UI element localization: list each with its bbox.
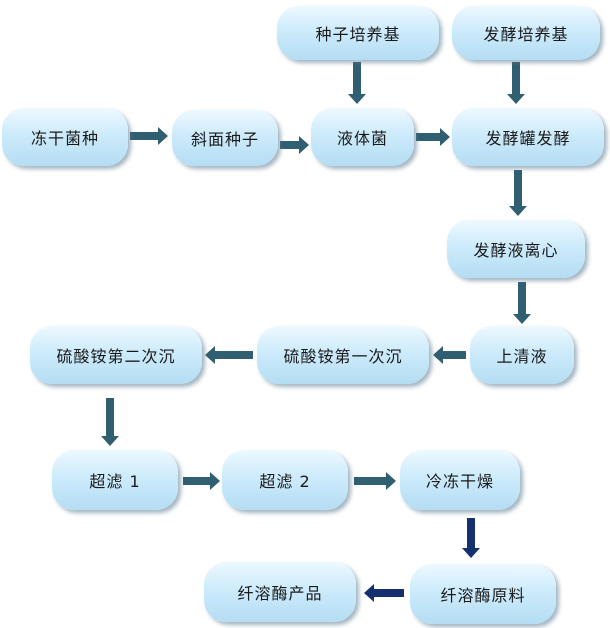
arrow-uf2-to-freeze-dry — [354, 472, 396, 490]
arrow-liquid-to-tank — [416, 128, 450, 146]
node-label: 超滤 2 — [259, 472, 311, 491]
node-label: 液体菌 — [336, 129, 388, 148]
node-label: 冷冻干燥 — [425, 472, 494, 491]
node-label: 发酵罐发酵 — [485, 129, 571, 148]
node-raw-material: 纤溶酶原料 — [410, 564, 556, 624]
node-freeze-dry: 冷冻干燥 — [400, 450, 520, 510]
arrow-tank-to-centrifuge — [509, 170, 527, 216]
node-precip-second: 硫酸铵第二次沉 — [30, 326, 202, 384]
node-label: 硫酸铵第一次沉 — [283, 347, 403, 366]
node-seed-medium: 种子培养基 — [277, 6, 439, 60]
arrow-centrifuge-to-supernatant — [513, 282, 531, 324]
node-tank-fermentation: 发酵罐发酵 — [452, 108, 604, 166]
arrow-uf1-to-uf2 — [183, 472, 220, 490]
node-label: 冻干菌种 — [30, 129, 99, 148]
node-ultrafilter-2: 超滤 2 — [222, 450, 348, 510]
node-label: 种子培养基 — [315, 25, 401, 44]
node-product: 纤溶酶产品 — [204, 562, 356, 622]
arrow-seed-to-liquid — [348, 62, 366, 104]
node-centrifuge: 发酵液离心 — [447, 220, 585, 278]
node-label: 硫酸铵第二次沉 — [56, 347, 176, 366]
node-label: 纤溶酶产品 — [237, 584, 323, 603]
arrow-freeze-dry-to-raw — [462, 518, 480, 558]
node-label: 纤溶酶原料 — [440, 586, 526, 605]
node-ferm-medium: 发酵培养基 — [452, 6, 600, 60]
node-supernatant: 上清液 — [470, 326, 574, 384]
arrow-slant-to-liquid — [280, 136, 309, 154]
node-ultrafilter-1: 超滤 1 — [52, 450, 178, 510]
node-liquid-culture: 液体菌 — [311, 108, 414, 166]
arrow-supernatant-to-precip1 — [433, 346, 466, 364]
node-slant-seed: 斜面种子 — [172, 110, 278, 166]
node-label: 上清液 — [496, 347, 548, 366]
arrow-precip2-to-uf1 — [101, 398, 119, 446]
node-label: 超滤 1 — [89, 472, 141, 491]
arrow-ferm-medium-to-tank — [507, 62, 525, 104]
arrow-raw-to-product — [364, 584, 404, 602]
node-label: 发酵液离心 — [473, 241, 559, 260]
arrow-frozen-to-slant — [130, 127, 168, 145]
node-frozen-strain: 冻干菌种 — [2, 108, 128, 166]
arrow-precip1-to-precip2 — [205, 346, 253, 364]
node-label: 发酵培养基 — [483, 25, 569, 44]
node-label: 斜面种子 — [190, 130, 259, 149]
node-precip-first: 硫酸铵第一次沉 — [257, 326, 429, 384]
